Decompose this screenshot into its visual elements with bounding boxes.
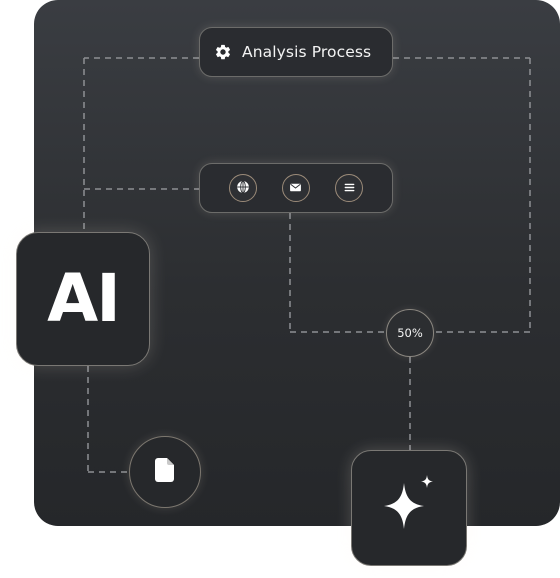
globe-icon <box>236 179 250 198</box>
file-button[interactable] <box>129 436 201 508</box>
menu-button[interactable] <box>335 174 364 202</box>
progress-indicator: 50% <box>386 309 434 357</box>
mail-button[interactable] <box>281 174 310 202</box>
channel-pill <box>199 163 393 213</box>
sparkle-card[interactable] <box>351 450 467 566</box>
sparkle-icon <box>374 471 444 545</box>
progress-label: 50% <box>397 326 423 340</box>
analysis-process-label: Analysis Process <box>242 43 372 61</box>
file-icon <box>155 458 175 486</box>
analysis-process-pill[interactable]: Analysis Process <box>199 27 393 77</box>
ai-card[interactable]: AI <box>16 232 150 366</box>
gear-icon <box>214 43 232 61</box>
globe-button[interactable] <box>228 174 257 202</box>
ai-label: AI <box>47 260 121 337</box>
mail-icon <box>289 179 302 198</box>
menu-icon <box>343 179 356 198</box>
